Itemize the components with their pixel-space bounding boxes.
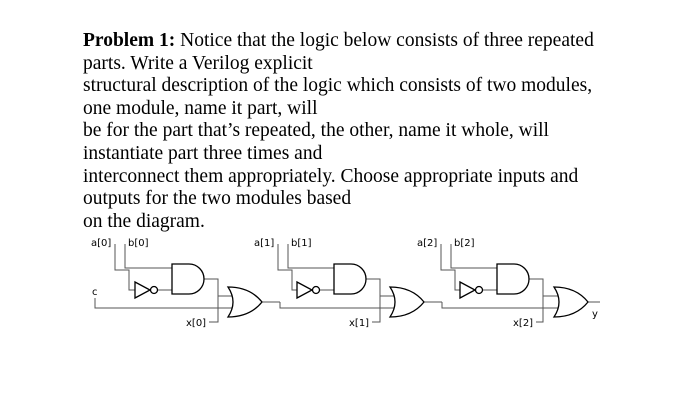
- label-b1: b[1]: [291, 238, 312, 249]
- wire-a0: [114, 244, 135, 291]
- wire-or0-to-and1: [279, 302, 394, 309]
- wire-a1: [277, 244, 297, 291]
- stage-1: [277, 244, 442, 323]
- label-b0: b[0]: [128, 238, 149, 249]
- label-x0: x[0]: [186, 318, 206, 329]
- wire-and1-out: [366, 278, 394, 297]
- label-x1: x[1]: [349, 318, 369, 329]
- wire-b2: [450, 244, 497, 269]
- problem-statement: Problem 1: Notice that the logic below c…: [83, 30, 683, 233]
- not-gate-0: [134, 280, 152, 300]
- or-gate-2: [552, 286, 589, 318]
- stage-0: [114, 244, 280, 323]
- wire-b1: [287, 244, 334, 269]
- problem-text-1: Notice that the logic below consists of …: [175, 30, 594, 51]
- problem-line-2: parts. Write a Verilog explicit: [83, 52, 313, 74]
- problem-line-6: instantiate part three times and: [83, 142, 323, 164]
- not-bubble-2: [474, 285, 484, 295]
- problem-line-1: Problem 1: Notice that the logic below c…: [83, 30, 683, 53]
- wire-b0: [124, 244, 172, 269]
- and-gate-1: [333, 263, 367, 295]
- label-a2: a[2]: [417, 238, 437, 249]
- not-gate-2: [459, 280, 477, 300]
- or-gate-1: [388, 286, 425, 318]
- label-c: c: [92, 287, 98, 298]
- label-a0: a[0]: [91, 238, 111, 249]
- label-y: y: [592, 309, 598, 320]
- wire-x1: [372, 296, 381, 323]
- stage-2: [440, 244, 600, 323]
- label-a1: a[1]: [254, 238, 274, 249]
- problem-line-7: interconnect them appropriately. Choose …: [83, 165, 579, 187]
- problem-line-3: structural description of the logic whic…: [83, 75, 593, 97]
- wire-and0-out: [204, 278, 232, 297]
- label-b2: b[2]: [454, 238, 475, 249]
- wire-x2: [536, 296, 544, 323]
- wire-a2: [440, 244, 460, 291]
- problem-line-9: on the diagram.: [83, 210, 205, 232]
- problem-line-4: one module, name it part, will: [83, 97, 318, 119]
- problem-line-5: be for the part that’s repeated, the oth…: [83, 120, 549, 142]
- not-gate-1: [296, 280, 314, 300]
- not-bubble-1: [311, 285, 321, 295]
- or-gate-0: [226, 286, 263, 318]
- wire-c: [94, 298, 232, 309]
- problem-heading: Problem 1:: [83, 30, 176, 51]
- label-x2: x[2]: [513, 318, 533, 329]
- and-gate-2: [496, 263, 530, 295]
- problem-line-8: outputs for the two modules based: [83, 188, 352, 210]
- wire-or1-to-and2: [441, 302, 558, 309]
- and-gate-0: [171, 263, 205, 295]
- wire-x0: [209, 296, 219, 323]
- wire-and2-out: [529, 278, 558, 297]
- not-bubble-0: [149, 285, 159, 295]
